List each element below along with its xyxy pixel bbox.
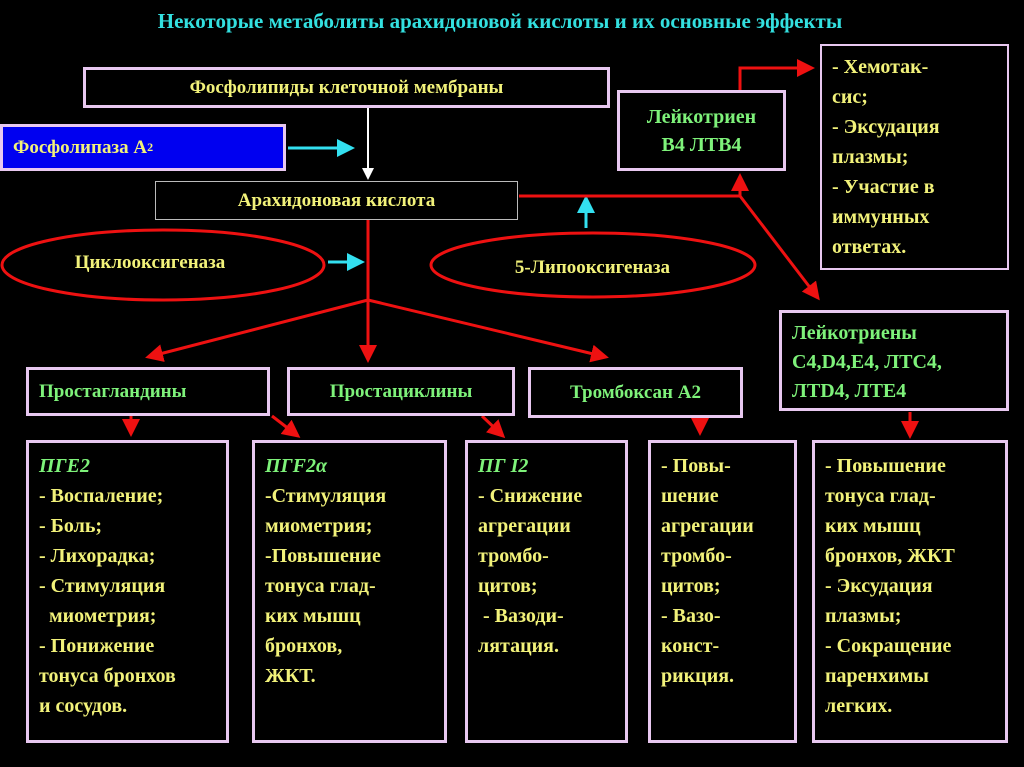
node-prostaglandins: Простагландины xyxy=(26,367,270,416)
effect-line: тонуса бронхов xyxy=(39,665,176,687)
phospholipase-label: Фосфолипаза А xyxy=(13,136,148,158)
effect-line: -Повышение xyxy=(265,545,381,567)
ltb4-line2: B4 ЛТВ4 xyxy=(661,134,742,156)
effect-line: сис; xyxy=(832,86,868,108)
cox-ellipse xyxy=(0,228,326,302)
node-phospholipids: Фосфолипиды клеточной мембраны xyxy=(83,67,610,108)
phospholipase-subscript: 2 xyxy=(147,140,154,154)
effect-line: паренхимы xyxy=(825,665,929,687)
effect-line: - Боль; xyxy=(39,515,103,537)
ltb4-effects-box: - Хемотак-сис; - Эксудация плазмы; - Участи… xyxy=(820,44,1009,270)
leukotrienes-line: C4,D4,E4, ЛТС4, xyxy=(792,351,942,373)
effect-heading: ПГF2α xyxy=(265,455,328,477)
node-5-lipoxygenase: 5-Липооксигеназа xyxy=(514,257,671,278)
effect-line: плазмы; xyxy=(825,605,902,627)
effect-line: тонуса глад- xyxy=(825,485,936,507)
effect-line: - Эксудация xyxy=(832,116,940,138)
effect-line: - Хемотак- xyxy=(832,56,929,78)
effect-line: - Воспаление; xyxy=(39,485,164,507)
ltb4-line1: Лейкотриен xyxy=(646,106,757,128)
effect-line: ответах. xyxy=(832,236,907,258)
effect-line: бронхов, xyxy=(265,635,343,657)
lox-ellipse xyxy=(429,231,757,299)
effect-line: миометрия; xyxy=(39,605,157,627)
arrow-to-prostaglandins xyxy=(145,298,369,362)
effects-box-pge2: ПГЕ2 - Воспаление; - Боль; - Лихорадка; - Ст… xyxy=(26,440,229,743)
node-cyclooxygenase: Циклооксигеназа xyxy=(74,252,226,273)
effect-line: ких мышц xyxy=(265,605,361,627)
effect-line: легких. xyxy=(825,695,893,717)
effect-line: агрегации xyxy=(661,515,754,537)
effects-box-pgf2a: ПГF2α -Стимуляция миометрия; -Повышение тону… xyxy=(252,440,447,743)
arrow-to-thromboxane xyxy=(367,298,609,363)
node-arachidonic-acid: Арахидоновая кислота xyxy=(155,181,518,220)
effect-line: - Понижение xyxy=(39,635,155,657)
effect-line: - Повышение xyxy=(825,455,946,477)
leukotrienes-line: ЛТD4, ЛТЕ4 xyxy=(792,380,907,402)
effect-line: - Лихорадка; xyxy=(39,545,156,567)
effect-heading: ПГ I2 xyxy=(478,455,529,477)
effect-line: ких мышц xyxy=(825,515,921,537)
node-prostacyclins: Простациклины xyxy=(287,367,515,416)
effects-box-leukotrienes: - Повышение тонуса глад-ких мышц бронхов, … xyxy=(812,440,1008,743)
effect-line: цитов; xyxy=(478,575,538,597)
effect-line: - Участие в xyxy=(832,176,935,198)
effects-box-thromboxane: - Повы-шение агрегации тромбо-цитов; - Вазо… xyxy=(648,440,797,743)
effect-line: тромбо- xyxy=(478,545,549,567)
effect-line: плазмы; xyxy=(832,146,909,168)
effect-line: рикция. xyxy=(661,665,735,687)
effects-box-pgi2: ПГ I2 - Снижение агрегации тромбо-цитов; - … xyxy=(465,440,628,743)
effect-line: - Вазо- xyxy=(661,605,721,627)
effect-line: агрегации xyxy=(478,515,571,537)
effect-line: иммунных xyxy=(832,206,930,228)
node-thromboxane: Тромбоксан А2 xyxy=(528,367,743,418)
effect-line: тромбо- xyxy=(661,545,732,567)
effect-line: миометрия; xyxy=(265,515,373,537)
effect-line: - Вазоди- xyxy=(478,605,564,627)
effect-line: лятация. xyxy=(478,635,559,657)
effect-line: конст- xyxy=(661,635,720,657)
effect-line: шение xyxy=(661,485,719,507)
effect-line: ЖКТ. xyxy=(265,665,316,687)
leukotrienes-line: Лейкотриены xyxy=(792,322,917,344)
effect-line: - Снижение xyxy=(478,485,583,507)
effect-line: - Сокращение xyxy=(825,635,952,657)
effect-line: -Стимуляция xyxy=(265,485,387,507)
effect-line: - Стимуляция xyxy=(39,575,166,597)
node-leukotriene-b4: Лейкотриен B4 ЛТВ4 xyxy=(617,90,786,171)
arrow-to-leukotrienes xyxy=(738,195,820,301)
effect-line: - Повы- xyxy=(661,455,731,477)
effect-line: цитов; xyxy=(661,575,721,597)
slide-title: Некоторые метаболиты арахидоновой кислот… xyxy=(157,8,843,33)
effect-line: и сосудов. xyxy=(39,695,128,717)
effect-heading: ПГЕ2 xyxy=(39,455,90,477)
effect-line: - Эксудация xyxy=(825,575,933,597)
effect-line: тонуса глад- xyxy=(265,575,376,597)
effect-line: бронхов, ЖКТ xyxy=(825,545,955,567)
arrow-to-ltb4-effects xyxy=(738,59,815,90)
